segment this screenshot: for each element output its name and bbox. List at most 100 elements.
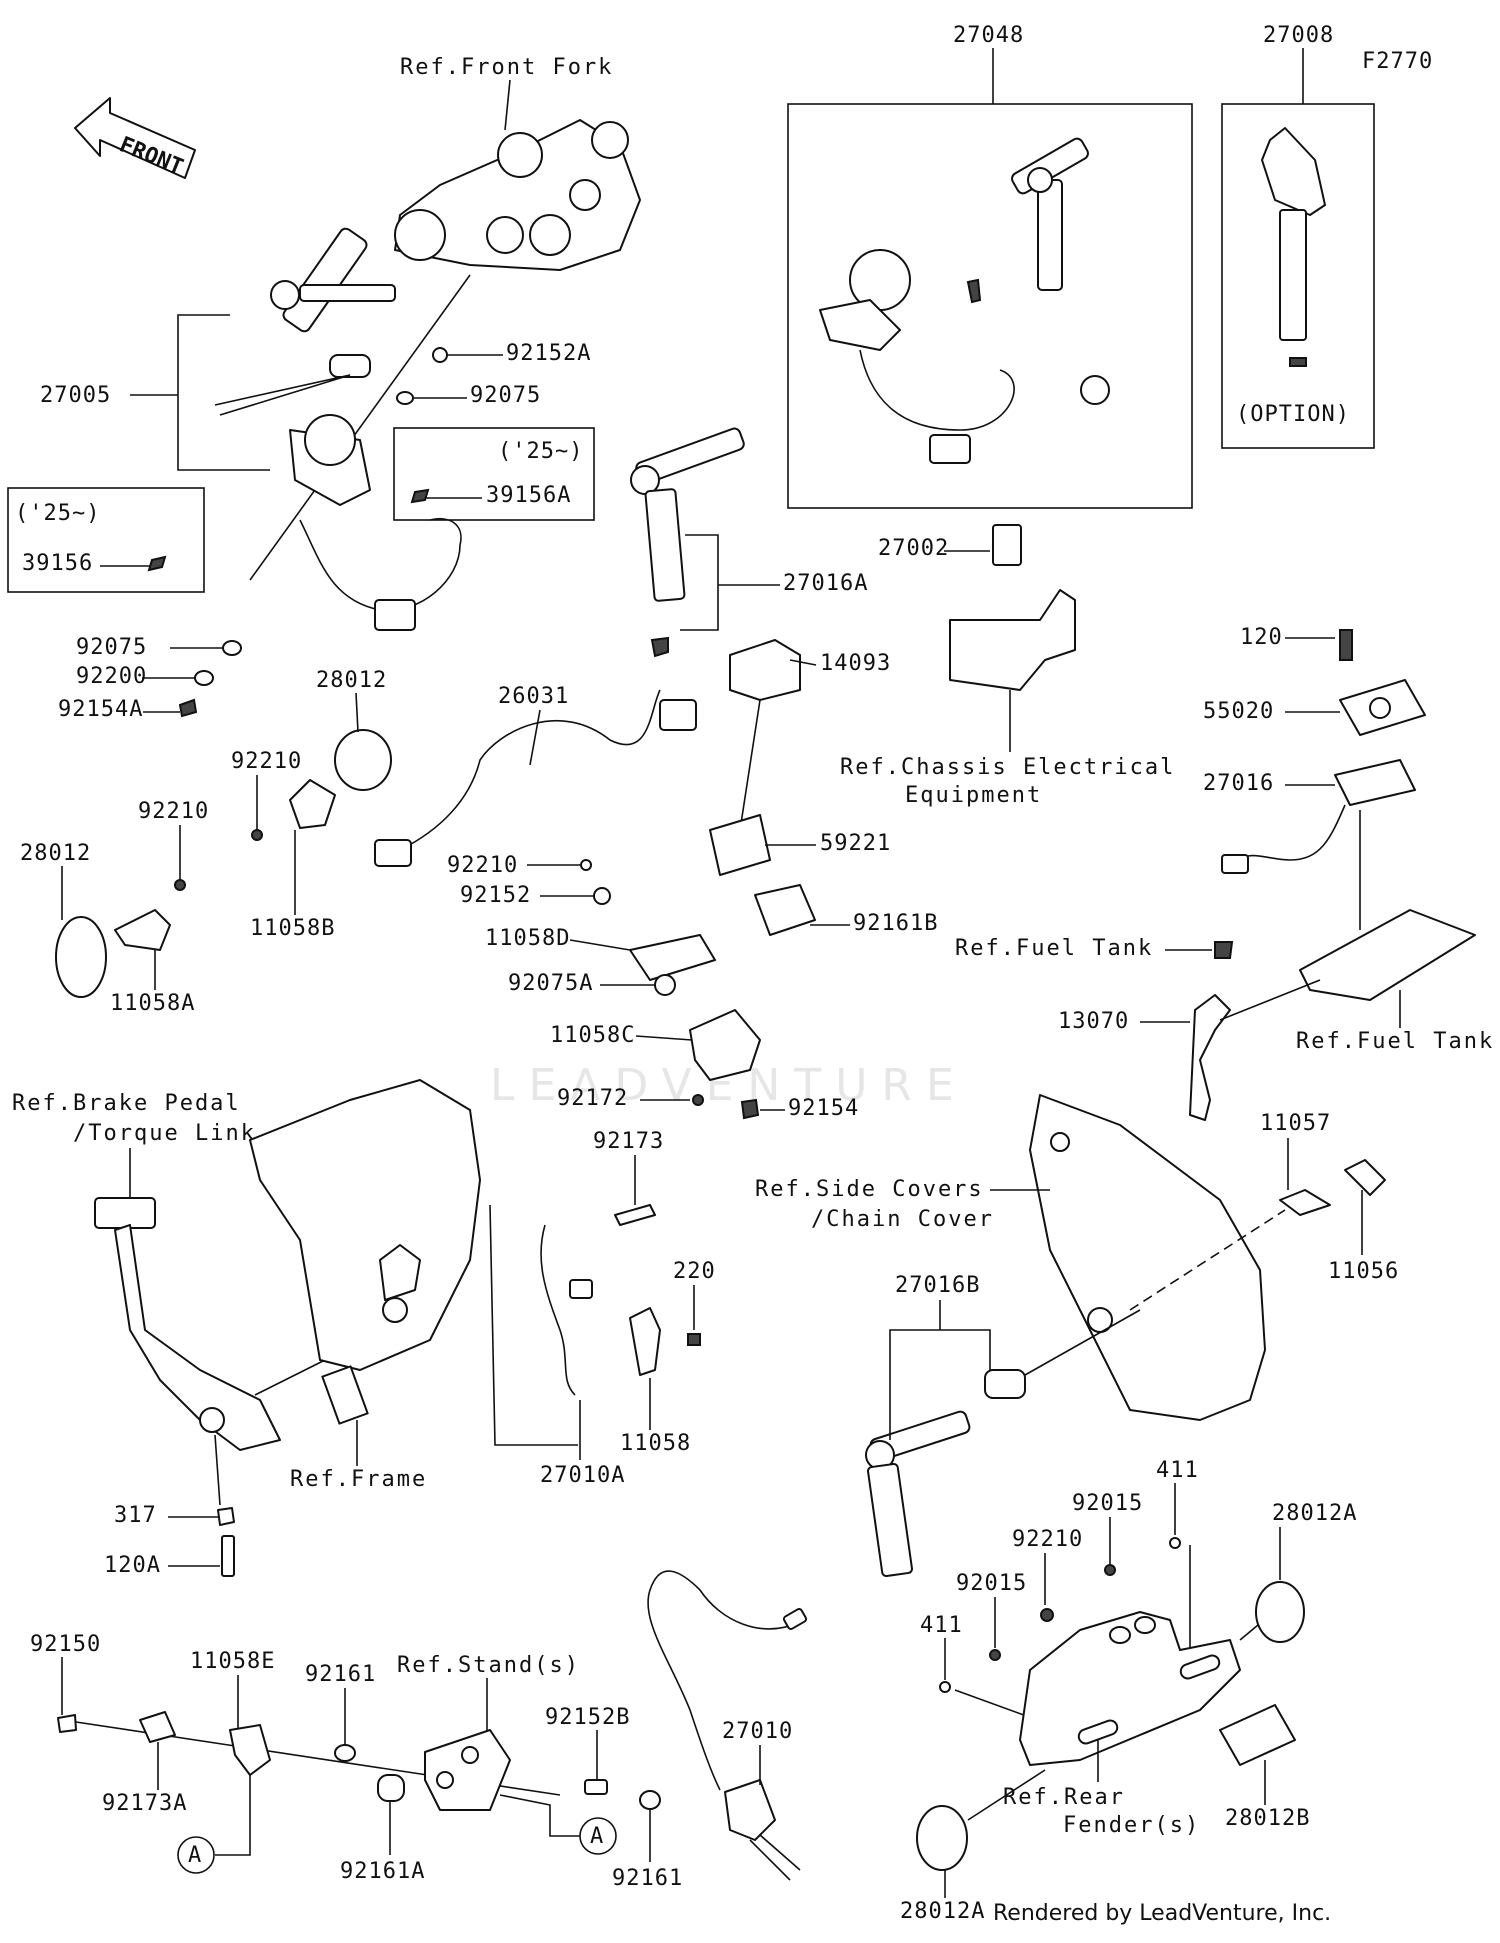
label-92172: 92172 [557,1086,628,1111]
harness-26031 [374,689,697,867]
label-411-b: 411 [920,1613,963,1638]
label-11058: 11058 [620,1431,691,1456]
label-411-a: 411 [1156,1458,1199,1483]
label-92154A: 92154A [58,697,143,722]
label-11058B: 11058B [250,916,335,941]
fuel-tank-mount [1299,909,1476,1001]
label-92015-b: 92015 [956,1571,1027,1596]
label-11056: 11056 [1328,1259,1399,1284]
ref-chassis-1: Ref.Chassis Electrical [840,755,1175,780]
label-27016B: 27016B [895,1273,980,1298]
label-28012B: 28012B [1225,1806,1310,1831]
rear-fender [1019,1611,1241,1766]
bracket-27002 [949,524,1076,691]
clip-11057 [1279,1189,1331,1216]
credit: Rendered by LeadVenture, Inc. [993,1901,1331,1926]
bracket-11058A [114,909,171,951]
pin-92173 [614,1204,656,1226]
bushing-92161A [377,1774,405,1802]
label-39156: 39156 [22,551,93,576]
key-set-27005 [270,227,462,631]
label-28012-mid: 28012 [316,668,387,693]
label-92075A: 92075A [508,971,593,996]
label-27008: 27008 [1263,23,1334,48]
harness-27010A [540,1224,576,1396]
year-label-a: ('25~) [498,439,583,464]
label-59221: 59221 [820,831,891,856]
switch-27010 [724,1779,776,1841]
label-27010A: 27010A [540,1463,625,1488]
label-92150: 92150 [30,1632,101,1657]
pin-92173A [139,1711,176,1743]
reflector-28012A-top [1255,1581,1305,1643]
label-28012A-bottom: 28012A [900,1899,985,1924]
year-box-39156A [393,427,595,521]
label-92210-a: 92210 [231,749,302,774]
cover-14093 [729,639,801,701]
label-55020: 55020 [1203,699,1274,724]
label-92075-left: 92075 [76,635,147,660]
front-fork-bracket [394,119,641,271]
bracket-11058C [689,1009,761,1081]
bracket-11058D [629,934,716,981]
front-arrow-icon: FRONT [74,97,196,180]
label-92173A: 92173A [102,1791,187,1816]
year-label-b: ('25~) [15,501,100,526]
ref-side-covers-2: /Chain Cover [811,1207,994,1232]
label-92161A: 92161A [340,1859,425,1884]
ref-side-covers-1: Ref.Side Covers [755,1177,984,1202]
label-27016A: 27016A [783,571,868,596]
ref-fuel-tank-a: Ref.Fuel Tank [955,936,1153,961]
label-92154: 92154 [788,1096,859,1121]
callout-a-left-label: A [188,1843,202,1868]
label-92161-b: 92161 [612,1866,683,1891]
reflector-28012A-bottom [916,1805,968,1871]
ref-fuel-tank-b: Ref.Fuel Tank [1296,1029,1494,1054]
side-cover [1029,1094,1266,1421]
label-27005: 27005 [40,383,111,408]
bracket-11058E [229,1724,271,1776]
callout-a-left [177,1836,215,1874]
cable-27010 [647,1570,801,1791]
label-28012-left: 28012 [20,841,91,866]
label-120: 120 [1240,625,1283,650]
option-label: (OPTION) [1236,402,1350,427]
label-92161B: 92161B [853,911,938,936]
label-11058E: 11058E [190,1649,275,1674]
ref-stand: Ref.Stand(s) [397,1653,580,1678]
label-26031: 26031 [498,684,569,709]
key-blank-27008 [1261,127,1326,367]
box-27048 [787,103,1193,509]
ref-rear-fender-1: Ref.Rear [1003,1785,1125,1810]
bracket-11058B [289,779,336,829]
reflector-28012B [1219,1704,1296,1766]
ignition-switch-27048 [819,137,1110,464]
label-11058A: 11058A [110,991,195,1016]
label-92161-a: 92161 [305,1662,376,1687]
stand-bracket [424,1729,511,1811]
box-27008 [1221,103,1375,449]
frame-section [249,1079,481,1425]
label-14093: 14093 [820,651,891,676]
label-28012A-top: 28012A [1272,1501,1357,1526]
label-92210-b: 92210 [138,799,209,824]
switch-27016 [1334,759,1416,806]
label-92075-top: 92075 [470,383,541,408]
label-92200: 92200 [76,664,147,689]
key-set-27016B [865,1369,1026,1578]
ref-front-fork: Ref.Front Fork [400,55,613,80]
callout-a-mid-label: A [590,1824,604,1849]
label-11058C: 11058C [550,1023,635,1048]
label-317: 317 [114,1503,157,1528]
label-39156A: 39156A [486,483,571,508]
label-120A: 120A [104,1553,161,1578]
label-27002: 27002 [878,536,949,561]
label-92015-a: 92015 [1072,1491,1143,1516]
ref-brake-1: Ref.Brake Pedal [12,1091,241,1116]
bracket-13070 [1189,994,1231,1121]
ref-chassis-2: Equipment [905,783,1042,808]
reflector-28012-left [55,916,107,998]
clip-11056 [1344,1159,1386,1196]
